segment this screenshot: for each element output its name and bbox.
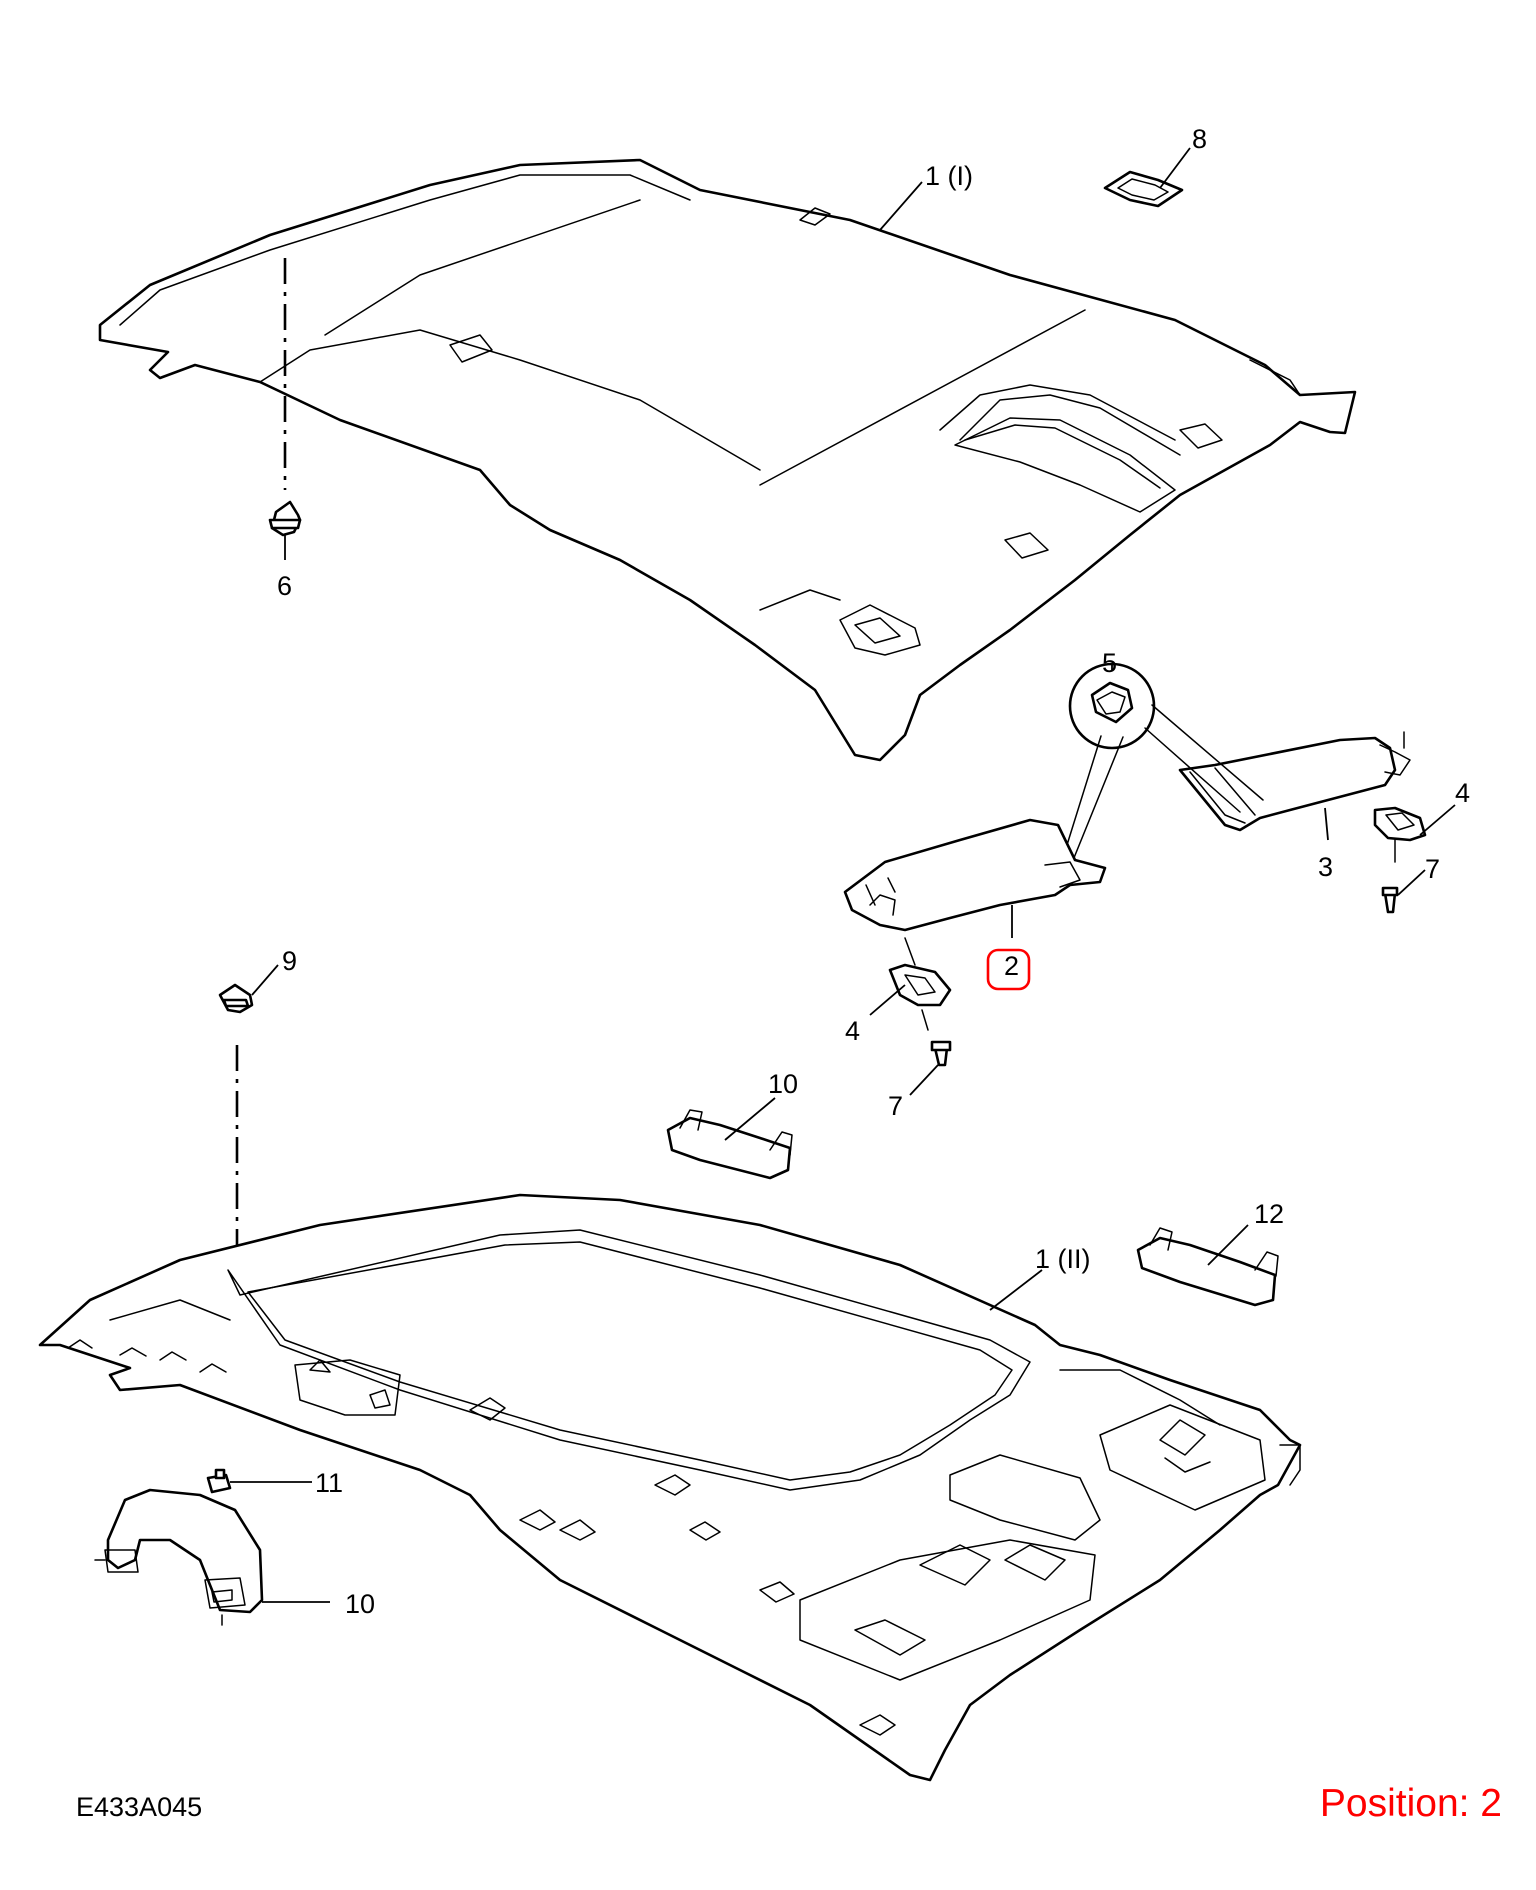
bracket-part-4-right[interactable]	[1373, 731, 1427, 863]
headliner-lower[interactable]	[38, 1193, 1302, 1782]
screw-part-11[interactable]	[206, 1468, 232, 1494]
callout-10-lower[interactable]: 10	[345, 1589, 375, 1619]
callout-labels: 1 (I) 8 6 5 4 3 7 2 4 7 9 10 1 (II) 12 1…	[277, 124, 1470, 1619]
grab-handle-part-12[interactable]	[1136, 1227, 1279, 1307]
position-highlight-box	[986, 948, 1031, 991]
callout-9[interactable]: 9	[282, 946, 297, 976]
callout-11[interactable]: 11	[315, 1468, 343, 1498]
fastener-part-6[interactable]	[268, 500, 302, 537]
callout-6[interactable]: 6	[277, 571, 292, 601]
callout-7-left[interactable]: 7	[888, 1091, 903, 1121]
clip-part-9[interactable]	[218, 983, 254, 1014]
headliner-upper[interactable]	[98, 158, 1357, 762]
leader-lines	[230, 147, 1456, 1603]
callout-12[interactable]: 12	[1254, 1199, 1284, 1229]
callout-8[interactable]: 8	[1192, 124, 1207, 154]
clip-part-8[interactable]	[1103, 170, 1184, 208]
screw-part-7-left[interactable]	[930, 1040, 952, 1067]
callout-10-upper[interactable]: 10	[768, 1069, 798, 1099]
callout-1-lower[interactable]: 1 (II)	[1035, 1244, 1091, 1274]
sun-visor-part-2[interactable]	[843, 818, 1107, 932]
bracket-part-4-left[interactable]	[888, 937, 952, 1031]
callout-1-upper[interactable]: 1 (I)	[925, 161, 973, 191]
screw-part-7-right[interactable]	[1381, 886, 1399, 914]
grab-handle-part-10-lower[interactable]	[94, 1488, 264, 1626]
callout-3[interactable]: 3	[1318, 852, 1333, 882]
drawing-code: E433A045	[76, 1792, 203, 1822]
callout-7-right[interactable]: 7	[1425, 854, 1440, 884]
callout-4-left[interactable]: 4	[845, 1016, 860, 1046]
callout-2[interactable]: 2	[1004, 951, 1019, 981]
grab-handle-part-10-upper[interactable]	[666, 1109, 793, 1180]
detail-circle-part-5[interactable]	[1056, 662, 1264, 881]
position-label: Position: 2	[1319, 1782, 1502, 1825]
callout-5[interactable]: 5	[1102, 648, 1117, 678]
callout-4-right[interactable]: 4	[1455, 778, 1470, 808]
